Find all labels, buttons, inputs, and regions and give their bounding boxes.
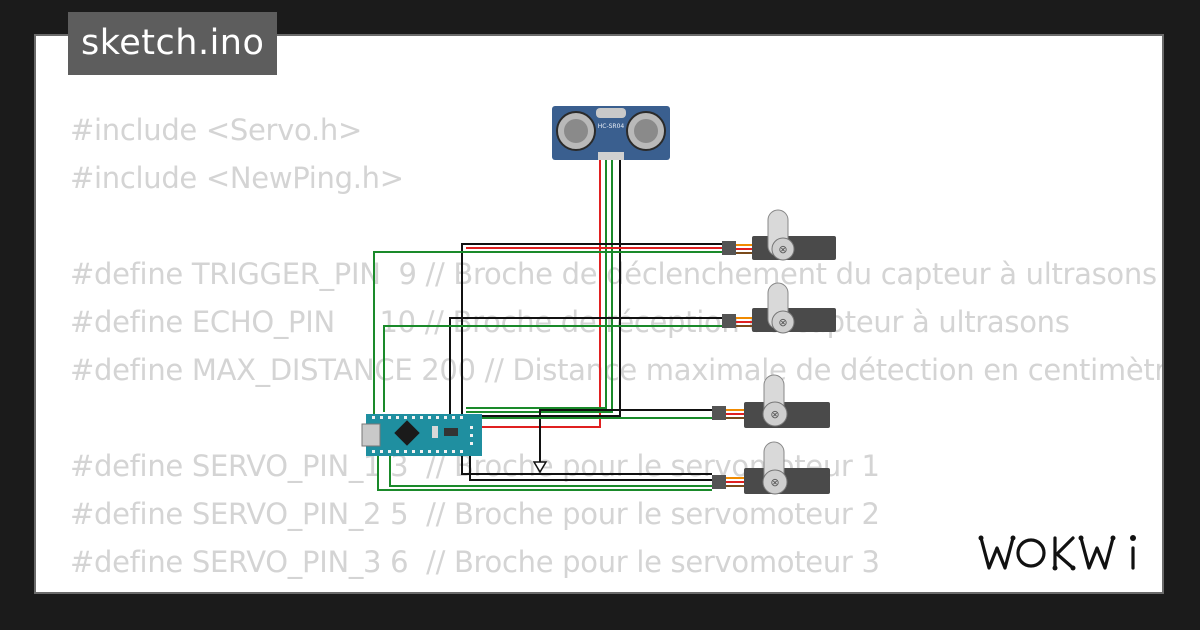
svg-text:⊗: ⊗ [770, 408, 779, 421]
code-line: #define TRIGGER_PIN 9 // Broche de décle… [70, 257, 1157, 291]
svg-text:⊗: ⊗ [778, 316, 787, 329]
wire-black [466, 160, 621, 417]
wire-black [449, 317, 722, 416]
code-line: #define MAX_DISTANCE 200 // Distance max… [70, 353, 1164, 387]
ground-symbol [532, 461, 548, 474]
code-line: #include <NewPing.h> [70, 161, 404, 195]
wires [373, 160, 722, 491]
wire-black [461, 243, 722, 416]
wire-red [478, 160, 601, 428]
wire-green [466, 160, 613, 413]
servo-motor-4: ⊗ [712, 441, 830, 495]
wire-green [383, 325, 722, 412]
wire-black [539, 409, 712, 462]
svg-text:⊗: ⊗ [778, 243, 787, 256]
wire-green [466, 160, 607, 409]
wokwi-logo [978, 535, 1136, 571]
file-name-tab: sketch.ino [68, 12, 278, 75]
wire-green [377, 452, 712, 491]
arduino-nano-board [361, 414, 482, 456]
ultrasonic-sensor: HC-SR04 [552, 106, 670, 160]
code-preview: #include <Servo.h> #include <NewPing.h> … [70, 106, 1164, 592]
code-line: #define SERVO_PIN_3 6 // Broche pour le … [70, 545, 880, 579]
servo-motor-1: ⊗ [722, 209, 836, 261]
wire-green [373, 251, 722, 416]
sensor-label: HC-SR04 [598, 123, 625, 130]
wire-black [469, 446, 712, 481]
wire-black [461, 440, 712, 475]
servo-motor-2: ⊗ [722, 282, 836, 334]
code-line: #define SERVO_PIN_2 5 // Broche pour le … [70, 497, 880, 531]
servo-motor-3: ⊗ [712, 374, 830, 428]
svg-text:⊗: ⊗ [770, 476, 779, 489]
wire-green [389, 446, 712, 487]
code-line: #include <Servo.h> [70, 113, 362, 147]
code-line: #define SERVO_PIN_1 3 // Broche pour le … [70, 449, 880, 483]
